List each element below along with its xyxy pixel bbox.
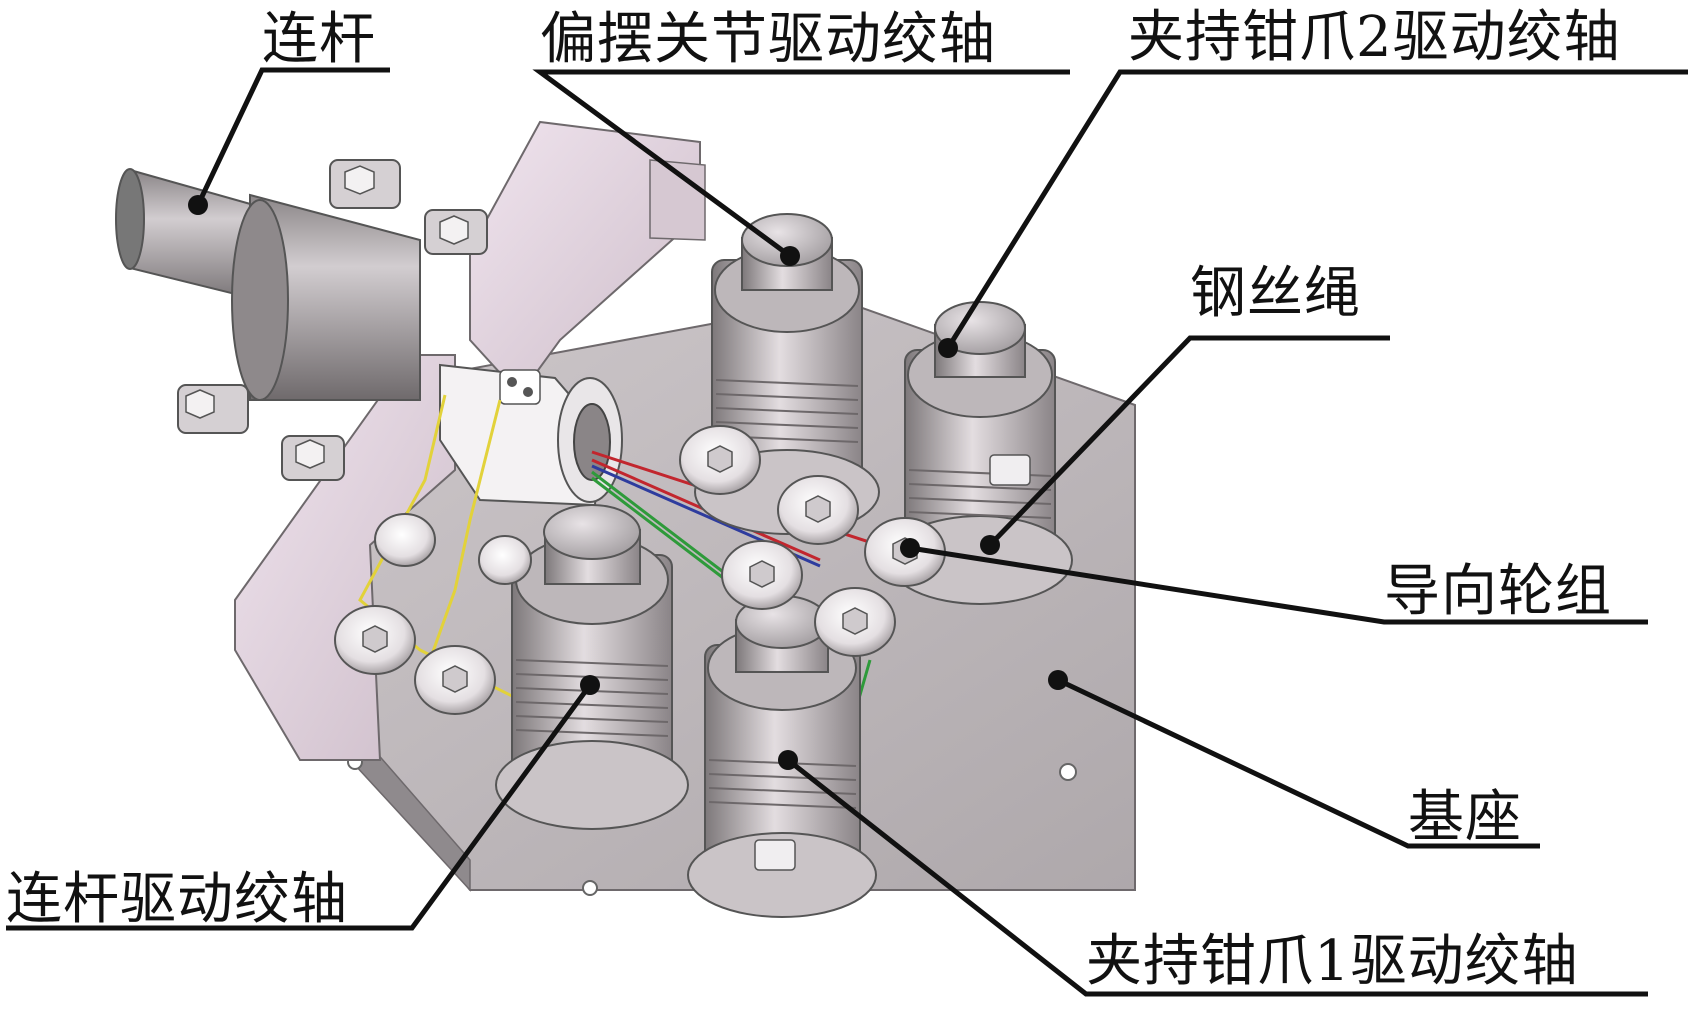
label-wire-rope: 钢丝绳 [1190,261,1361,326]
label-jaw1-winch: 夹持钳爪1驱动绞轴 [1086,929,1579,994]
connecting-rod-shaft [115,159,488,481]
label-rod-winch: 连杆驱动绞轴 [6,867,348,932]
leader-lines [6,67,1688,997]
mounting-bracket [234,120,706,761]
label-connecting-rod: 连杆 [262,7,376,72]
coupling [439,363,623,507]
leader-dots [188,195,1068,770]
label-yaw-joint-winch: 偏摆关节驱动绞轴 [540,7,996,72]
label-base: 基座 [1408,785,1522,850]
rod-winch-body [495,504,689,830]
label-guide-pulley-set: 导向轮组 [1384,559,1612,624]
label-jaw2-winch: 夹持钳爪2驱动绞轴 [1128,5,1621,70]
